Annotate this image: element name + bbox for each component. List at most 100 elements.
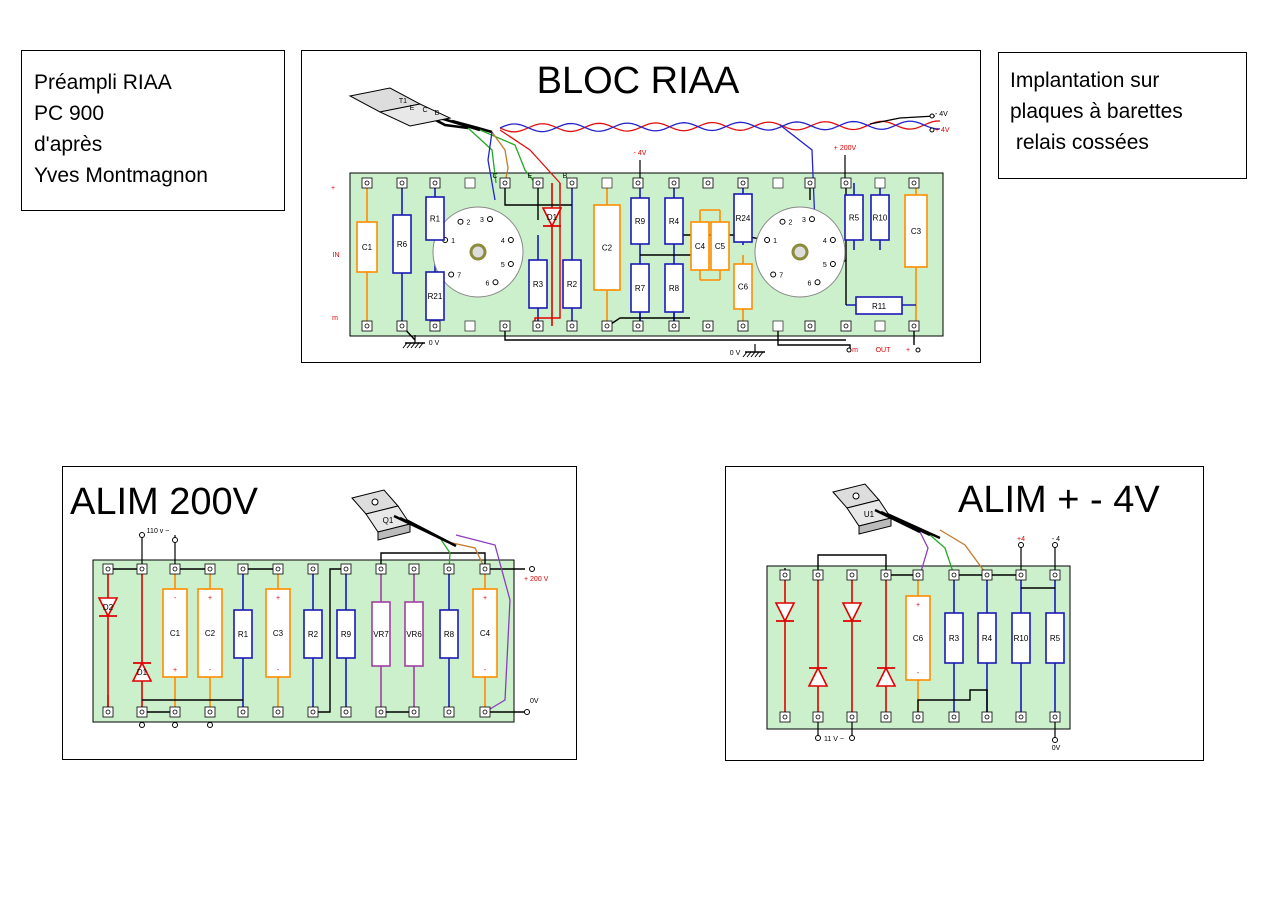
component-label: C2	[602, 244, 613, 253]
terminal-hole	[984, 714, 990, 720]
riaa-title: BLOC RIAA	[537, 60, 740, 102]
terminal-hole	[671, 323, 677, 329]
output-label: m	[852, 347, 858, 354]
transistor-pin-label: B	[435, 110, 440, 117]
wire	[779, 124, 816, 226]
terminal-hole	[343, 709, 349, 715]
component-label: R5	[1050, 634, 1061, 643]
tube-pin-label: 1	[773, 238, 777, 245]
resistor-body	[1045, 612, 1065, 664]
diode-symbol	[841, 602, 863, 623]
regulator-pin	[886, 512, 941, 540]
resistor-body	[439, 609, 459, 659]
output-terminal	[1052, 542, 1058, 548]
component-label: C1	[170, 629, 181, 638]
ground-terminal	[1052, 737, 1058, 743]
ground-hatch	[758, 351, 764, 358]
note-line: relais cossées	[1010, 131, 1149, 154]
ground-hatch	[414, 342, 420, 349]
diode-symbol	[875, 666, 897, 687]
capacitor-body	[197, 588, 223, 678]
resistor-body	[870, 194, 890, 241]
terminal-hole	[364, 323, 370, 329]
tube-pin	[829, 237, 836, 244]
resistor-body	[630, 263, 650, 313]
component-label: C1	[362, 243, 373, 252]
component-label: C4	[695, 242, 706, 251]
component-label: VR6	[406, 630, 422, 639]
transistor-body	[378, 103, 452, 127]
component-label: R8	[669, 284, 680, 293]
empty-slot	[464, 320, 476, 332]
transistor-label: T1	[399, 98, 407, 105]
diode-symbol	[131, 661, 153, 682]
tube-center	[469, 243, 487, 261]
component-label: R3	[949, 634, 960, 643]
tube-pin-label: 2	[789, 220, 793, 227]
ac-terminal	[139, 532, 145, 538]
terminal-hole	[782, 714, 788, 720]
terminal-hole	[432, 323, 438, 329]
terminal-hole	[635, 180, 641, 186]
ground-hatch	[418, 342, 424, 349]
empty-slot	[772, 177, 784, 189]
terminal-hole	[343, 566, 349, 572]
terminal-hole	[502, 180, 508, 186]
terminal-hole	[1052, 714, 1058, 720]
component-label: R3	[533, 280, 544, 289]
input-label: m	[332, 315, 338, 322]
regulator-pin	[405, 518, 457, 548]
regulator-hole	[371, 498, 379, 506]
capacitor-body	[265, 588, 291, 678]
resistor-body	[1011, 612, 1031, 664]
component-label: C2	[205, 629, 216, 638]
terminal-hole	[411, 566, 417, 572]
terminal-hole	[399, 323, 405, 329]
terminal-hole	[207, 566, 213, 572]
resistor-body	[425, 271, 445, 321]
alim200-title: ALIM 200V	[70, 481, 259, 523]
terminal-hole	[411, 709, 417, 715]
ac-terminal	[172, 537, 178, 543]
ac-input-label: 110 v ~	[147, 528, 170, 535]
wire	[919, 531, 929, 576]
resistor-body	[303, 609, 323, 659]
tube-pin	[457, 218, 464, 225]
regulator-side	[858, 517, 892, 535]
polarity-mark: +	[173, 667, 177, 674]
terminal-hole	[535, 180, 541, 186]
trimmer-body	[371, 601, 391, 667]
wire	[447, 541, 486, 570]
note-line: Implantation sur	[1010, 69, 1160, 92]
transistor-pin-label: C	[422, 107, 427, 114]
terminal-hole	[849, 572, 855, 578]
tube-pin-label: 5	[501, 262, 505, 269]
terminal-hole	[105, 566, 111, 572]
terminal-hole	[378, 709, 384, 715]
tube-center	[791, 243, 809, 261]
wire	[491, 131, 509, 184]
note-line: Préampli RIAA	[34, 71, 172, 94]
tube-pin-label: 1	[451, 238, 455, 245]
terminal-hole	[1018, 714, 1024, 720]
component-label: R1	[430, 215, 441, 224]
resistor-body	[977, 612, 997, 664]
terminal-hole	[911, 323, 917, 329]
wire	[917, 689, 988, 717]
terminal-hole	[139, 709, 145, 715]
ground-hatch	[750, 351, 756, 358]
output-label: +4	[1017, 536, 1025, 543]
regulator-label: U1	[864, 510, 875, 519]
terminal-hole	[807, 180, 813, 186]
terminal-hole	[482, 566, 488, 572]
component-label: VR7	[373, 630, 389, 639]
terminal-hole	[740, 180, 746, 186]
supply-terminal	[929, 113, 935, 119]
component-label: C6	[738, 283, 749, 292]
capacitor-body	[356, 221, 378, 273]
supply-terminal	[929, 127, 935, 133]
ac-terminal	[849, 735, 855, 741]
resistor-body	[562, 259, 582, 309]
note-line: d'après	[34, 133, 103, 156]
component-label: C5	[715, 242, 726, 251]
